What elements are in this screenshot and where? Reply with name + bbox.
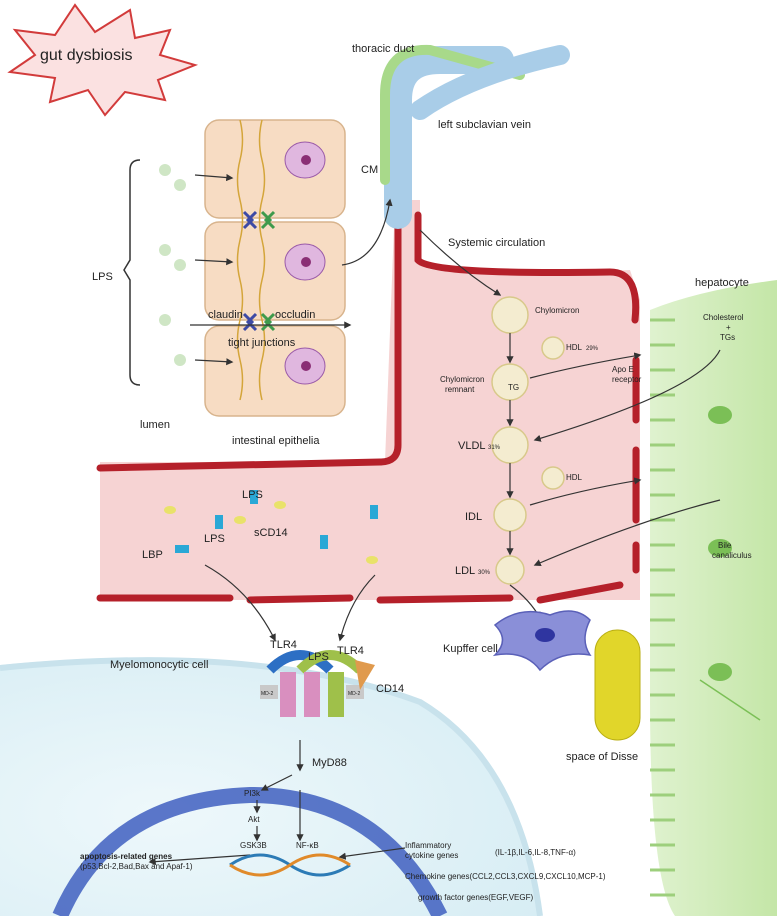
lipoprotein-flow-arrows	[148, 229, 721, 866]
chylomicron-remnant-line2: remnant	[445, 385, 475, 394]
myelomonocytic-label: Myelomonocytic cell	[110, 659, 208, 671]
dna-helix	[229, 853, 351, 877]
gut-dysbiosis-banner	[7, 3, 199, 117]
lbp-label: LBP	[142, 549, 163, 561]
left-subclavian-vein-label: left subclavian vein	[438, 119, 531, 131]
cell-membrane	[0, 657, 543, 917]
hdl-mid-label: HDL	[566, 473, 583, 482]
occludin-label: occludin	[275, 309, 315, 321]
vessel-walls	[96, 211, 640, 604]
chylomicron-remnant-line1: Chylomicron	[440, 375, 484, 384]
cholesterol-line1: Cholesterol	[703, 313, 744, 322]
space-of-disse	[594, 629, 641, 741]
lps-arrows	[190, 173, 352, 366]
nfkb-label: NF-κB	[296, 841, 319, 850]
bile-line1: Bile	[718, 541, 732, 550]
lps-bracket	[123, 159, 141, 386]
vldl-pct: 31%	[488, 445, 501, 451]
banner-label: gut dysbiosis	[40, 47, 133, 64]
thoracic-duct-label: thoracic duct	[352, 43, 414, 55]
cholesterol-line3: TGs	[720, 333, 735, 342]
cm-arrow	[341, 198, 393, 266]
blood-lps-particles	[175, 490, 378, 553]
tg-label: TG	[508, 383, 519, 392]
vldl-label: VLDL	[458, 440, 486, 452]
idl-label: IDL	[465, 511, 482, 523]
nucleus-envelope	[52, 786, 448, 920]
ldl-label: LDL	[455, 565, 475, 577]
space-of-disse-label: space of Disse	[566, 751, 638, 763]
hdl-top-pct: 29%	[586, 346, 599, 352]
chemokine-label: Chemokine genes(CCL2,CCL3,CXCL9,CXCL10,M…	[405, 872, 606, 881]
apoptosis-title: apoptosis-related genes	[80, 852, 173, 861]
kupffer-label: Kupffer cell	[443, 643, 498, 655]
pi3k-label: PI3k	[244, 789, 261, 798]
systemic-circulation-label: Systemic circulation	[448, 237, 545, 249]
hepatocyte-region	[650, 280, 777, 916]
bile-canaliculus-shapes	[708, 406, 732, 681]
gsk3b-label: GSK3B	[240, 841, 267, 850]
lps-receptor-label: LPS	[308, 651, 329, 663]
myd88-label: MyD88	[312, 757, 347, 769]
tlr4-receptor-complex	[260, 650, 375, 717]
md2-right-label: MD-2	[348, 691, 360, 697]
thoracic-duct	[380, 44, 525, 185]
left-subclavian-vein	[410, 45, 570, 120]
cholesterol-line2: +	[726, 323, 731, 332]
hepatocyte-microvilli	[650, 318, 675, 897]
intestinal-epithelia	[204, 119, 346, 417]
tight-junction-proteins	[242, 210, 276, 332]
cytokine-list: (IL-1β,IL-6,IL-8,TNF-α)	[495, 848, 576, 857]
lymph-vessel	[384, 46, 514, 229]
claudin-label: claudin	[208, 309, 243, 321]
lps-blood-label: LPS	[242, 489, 263, 501]
tlr4-right-label: TLR4	[337, 645, 364, 657]
bile-line2: canaliculus	[712, 551, 752, 560]
lumen-label: lumen	[140, 419, 170, 431]
tlr4-left-label: TLR4	[270, 639, 297, 651]
growth-factor-label: growth factor genes(EGF,VEGF)	[418, 893, 533, 902]
apoptosis-genes: (p53,Bcl-2,Bad,Bax and Apaf-1)	[80, 862, 193, 871]
ldl-pct: 30%	[478, 570, 491, 576]
kupffer-nucleus	[535, 628, 555, 642]
tight-junctions-label: tight junctions	[228, 337, 296, 349]
cm-label: CM	[361, 164, 378, 176]
apoe-line2: receptor	[612, 375, 642, 384]
hdl-top-label: HDL	[566, 343, 583, 352]
hepatocyte-label: hepatocyte	[695, 277, 749, 289]
scd14-label: sCD14	[254, 527, 288, 539]
inflam-line2: cytokine genes	[405, 851, 458, 860]
akt-label: Akt	[248, 815, 260, 824]
lps-group-label: LPS	[92, 271, 113, 283]
lbp-particles	[164, 501, 378, 564]
lps-particles	[159, 164, 186, 366]
intestinal-epithelia-label: intestinal epithelia	[232, 435, 320, 447]
cd14-label: CD14	[376, 683, 404, 695]
chylomicron-label: Chylomicron	[535, 306, 579, 315]
md2-left-label: MD-2	[261, 691, 273, 697]
lps-blood2-label: LPS	[204, 533, 225, 545]
bile-line	[699, 679, 761, 721]
inflam-line1: Inflammatory	[405, 841, 451, 850]
apoe-line1: Apo E	[612, 365, 634, 374]
